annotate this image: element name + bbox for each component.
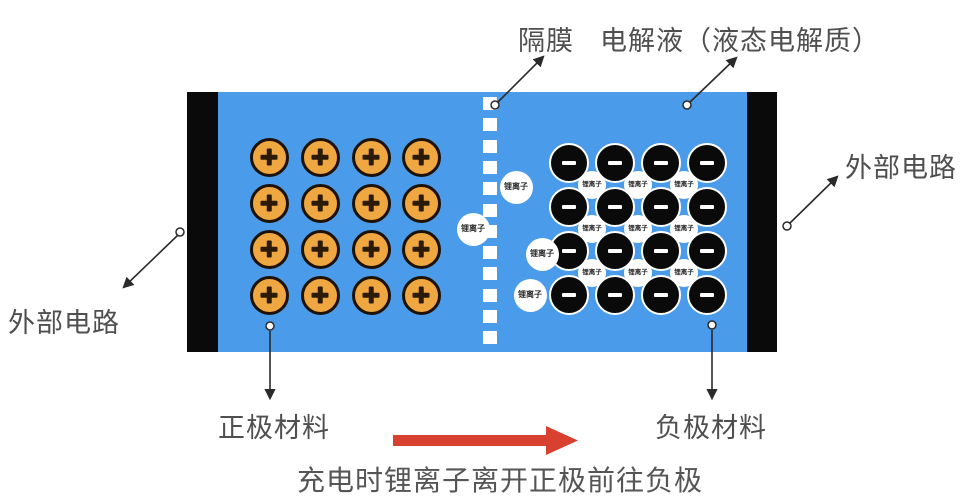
separator-dash	[483, 97, 497, 110]
external-left-pointer-line	[122, 234, 179, 289]
anode-particle	[687, 187, 727, 227]
current-collector-right	[747, 92, 777, 352]
anode-particle	[595, 275, 635, 315]
separator-dash	[483, 310, 497, 323]
sign-bar	[266, 148, 272, 166]
cathode-particle	[351, 137, 391, 177]
separator-dash	[483, 182, 497, 196]
sign-bar	[608, 249, 622, 253]
cathode-particle	[300, 137, 340, 177]
anode-particle	[641, 275, 681, 315]
anode-material-label: 负极材料	[655, 413, 767, 443]
cathode-particle	[351, 229, 391, 269]
sign-bar	[654, 249, 668, 253]
separator-dash	[483, 246, 497, 260]
sign-bar	[317, 194, 323, 212]
anode-particle	[595, 187, 635, 227]
cathode-particle	[401, 183, 441, 223]
anode-particle	[641, 231, 681, 271]
sign-bar	[418, 194, 424, 212]
sign-bar	[654, 293, 668, 297]
cathode-particle	[249, 229, 289, 269]
anode-particle	[549, 275, 589, 315]
cathode-particle	[401, 275, 441, 315]
anode-particle	[595, 143, 635, 183]
cathode-material-label: 正极材料	[218, 413, 330, 443]
sign-bar	[562, 293, 576, 297]
cathode-particle	[351, 275, 391, 315]
cathode-particle	[249, 137, 289, 177]
cathode-particle	[249, 275, 289, 315]
sign-bar	[368, 148, 374, 166]
external-right-pointer-dot	[782, 221, 792, 231]
sign-bar	[418, 240, 424, 258]
separator-dash	[483, 160, 497, 174]
separator-dash	[483, 267, 497, 281]
anode-particle	[641, 143, 681, 183]
sign-bar	[562, 249, 576, 253]
sign-bar	[368, 286, 374, 304]
sign-bar	[266, 194, 272, 212]
separator-dash	[483, 288, 497, 302]
electrolyte-label: 电解液（液态电解质）	[600, 26, 880, 56]
current-collector-left	[187, 92, 218, 352]
sign-bar	[317, 240, 323, 258]
sign-bar	[608, 293, 622, 297]
anode-particle	[687, 231, 727, 271]
sign-bar	[700, 249, 714, 253]
lithium-ion-migrating: 锂离子	[456, 212, 490, 246]
external-right-pointer-line	[788, 175, 839, 225]
cathode-particle	[300, 183, 340, 223]
lithium-ion-migrating: 锂离子	[513, 278, 547, 312]
separator-dash	[483, 139, 497, 153]
sign-bar	[368, 194, 374, 212]
cathode-particle	[300, 229, 340, 269]
anode-particle	[549, 143, 589, 183]
separator-dash	[483, 118, 497, 132]
anode-particle	[687, 275, 727, 315]
cathode-particle	[351, 183, 391, 223]
sign-bar	[700, 161, 714, 165]
cathode-particle	[401, 229, 441, 269]
sign-bar	[700, 205, 714, 209]
external-circuit-right-label: 外部电路	[845, 153, 957, 183]
charge-direction-arrow	[393, 426, 578, 455]
lithium-ion-migrating: 锂离子	[499, 170, 533, 204]
anode-particle	[549, 187, 589, 227]
cathode-particle	[300, 275, 340, 315]
sign-bar	[654, 161, 668, 165]
sign-bar	[418, 286, 424, 304]
lithium-ion-migrating: 锂离子	[525, 237, 559, 271]
sign-bar	[266, 240, 272, 258]
sign-bar	[562, 161, 576, 165]
sign-bar	[700, 293, 714, 297]
separator-dash	[483, 203, 497, 217]
sign-bar	[317, 286, 323, 304]
anode-particle	[641, 187, 681, 227]
sign-bar	[654, 205, 668, 209]
external-left-pointer-dot	[175, 227, 185, 237]
sign-bar	[608, 161, 622, 165]
sign-bar	[266, 286, 272, 304]
sign-bar	[317, 148, 323, 166]
anode-particle	[687, 143, 727, 183]
sign-bar	[562, 205, 576, 209]
separator-dash	[483, 331, 497, 345]
separator-label: 隔膜	[518, 26, 574, 56]
cathode-particle	[249, 183, 289, 223]
cathode-particle	[401, 137, 441, 177]
external-circuit-left-label: 外部电路	[8, 308, 120, 338]
charge-caption: 充电时锂离子离开正极前往负极	[297, 465, 704, 496]
sign-bar	[418, 148, 424, 166]
anode-particle	[595, 231, 635, 271]
sign-bar	[368, 240, 374, 258]
sign-bar	[608, 205, 622, 209]
